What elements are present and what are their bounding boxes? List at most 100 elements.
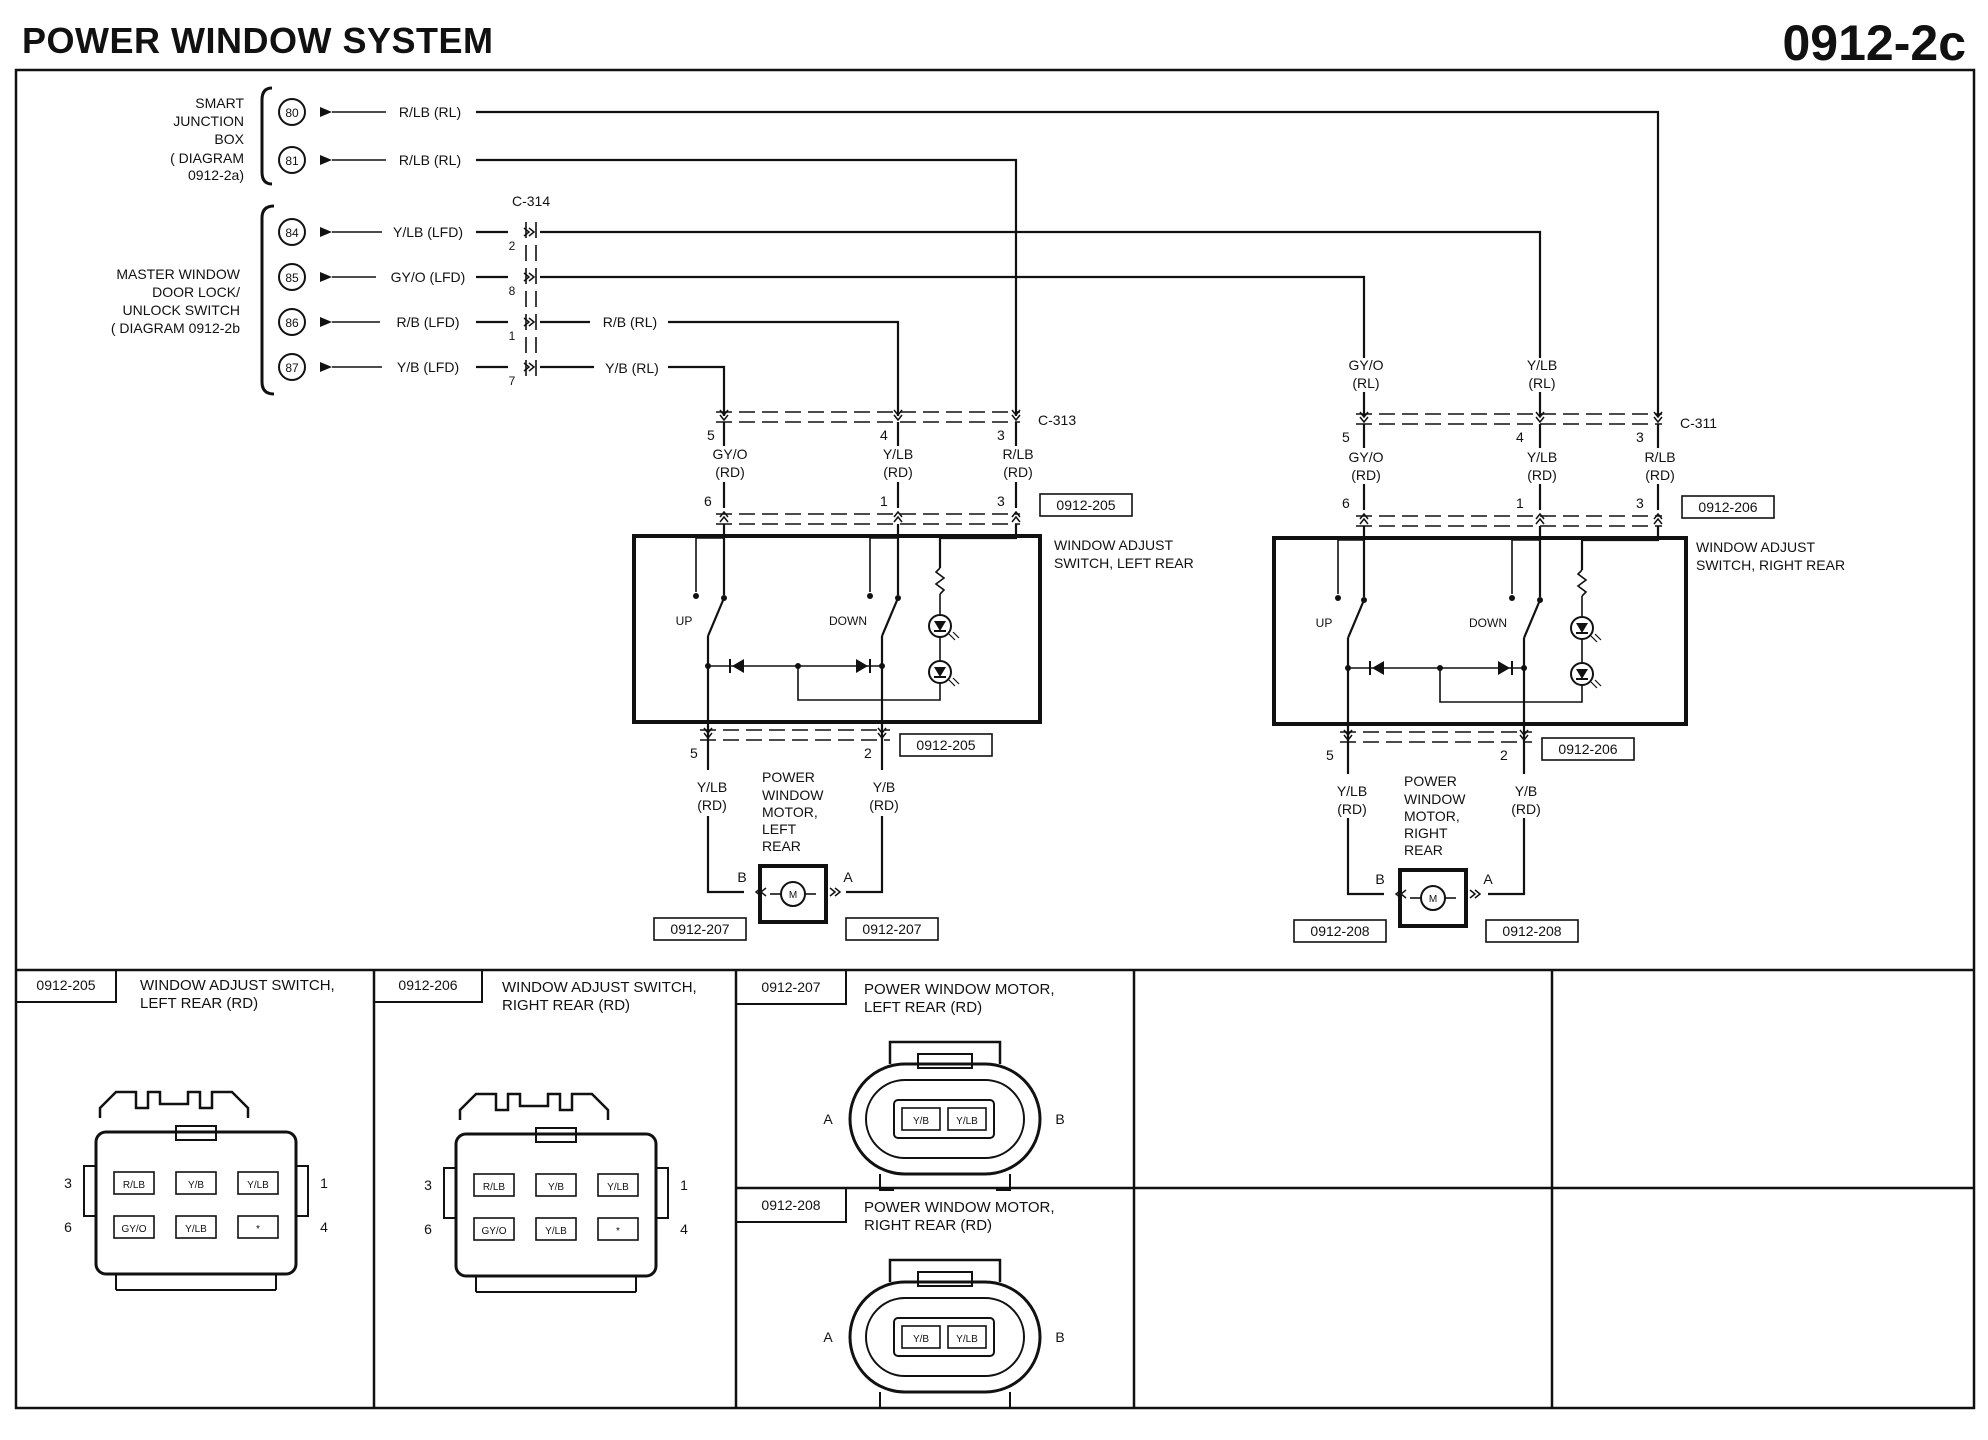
wire-ylb-84-to-right-switch <box>476 230 1542 416</box>
svg-text:R/LB: R/LB <box>1002 446 1033 462</box>
svg-text:6: 6 <box>1342 495 1350 511</box>
left-switch-bottom-connector: 5 2 <box>690 727 890 761</box>
svg-text:0912-206: 0912-206 <box>1558 741 1617 757</box>
left-motor-name: POWER WINDOW MOTOR, LEFT REAR <box>762 769 824 854</box>
wire-label-rb-86: R/B (LFD) <box>397 314 460 330</box>
svg-text:R/LB: R/LB <box>1644 449 1675 465</box>
svg-text:5: 5 <box>690 745 698 761</box>
svg-text:3: 3 <box>424 1177 432 1193</box>
svg-text:1: 1 <box>509 329 516 343</box>
terminal-85: 85 <box>278 263 332 291</box>
master-switch-label: MASTER WINDOW DOOR LOCK/ UNLOCK SWITCH (… <box>111 266 241 336</box>
svg-text:C-313: C-313 <box>1038 412 1076 428</box>
ref-box-0912-208-left: 0912-208 <box>1293 919 1387 943</box>
left-switch-name: WINDOW ADJUST SWITCH, LEFT REAR <box>1054 537 1194 571</box>
ref-box-0912-208-right: 0912-208 <box>1485 919 1579 943</box>
svg-text:(RD): (RD) <box>869 797 899 813</box>
svg-text:GY/O: GY/O <box>1348 357 1383 373</box>
connector-0912-206-face: R/LB Y/B Y/LB GY/O Y/LB * 3 1 6 4 <box>424 1092 688 1293</box>
window-adjust-switch-left-rear: UP DOWN <box>632 524 1042 740</box>
svg-text:6: 6 <box>64 1219 72 1235</box>
svg-text:Y/B: Y/B <box>548 1182 564 1193</box>
svg-text:4: 4 <box>880 427 888 443</box>
svg-text:GY/O: GY/O <box>121 1224 146 1235</box>
svg-text:WINDOW: WINDOW <box>762 787 824 803</box>
right-motor-wire-labels: Y/LB (RD) Y/B (RD) <box>1337 783 1541 817</box>
svg-text:81: 81 <box>285 154 299 168</box>
svg-text:WINDOW ADJUST: WINDOW ADJUST <box>1054 537 1173 553</box>
svg-text:3: 3 <box>997 493 1005 509</box>
wire-rb-86-to-left-switch <box>476 320 900 416</box>
svg-text:GY/O: GY/O <box>1348 449 1383 465</box>
svg-text:3: 3 <box>64 1175 72 1191</box>
svg-text:Y/B: Y/B <box>873 779 896 795</box>
connector-0912-207-face: Y/B Y/LB A B <box>823 1040 1065 1191</box>
svg-text:8: 8 <box>509 284 516 298</box>
svg-text:( DIAGRAM: ( DIAGRAM <box>170 150 244 166</box>
svg-text:0912-205: 0912-205 <box>916 737 975 753</box>
svg-text:86: 86 <box>285 316 299 330</box>
svg-text:0912-2a): 0912-2a) <box>188 167 244 183</box>
wire-label-yb-87: Y/B (LFD) <box>397 359 459 375</box>
svg-text:POWER WINDOW MOTOR,: POWER WINDOW MOTOR, <box>864 1199 1055 1216</box>
power-window-motor-left-rear: M B A <box>737 864 853 924</box>
panel-0912-207: 0912-207 POWER WINDOW MOTOR, LEFT REAR (… <box>736 970 1065 1191</box>
smart-junction-box-label: SMART JUNCTION BOX ( DIAGRAM 0912-2a) <box>170 95 245 183</box>
svg-text:DOWN: DOWN <box>1469 616 1507 630</box>
left-wire-labels: GY/O (RD) Y/LB (RD) R/LB (RD) <box>712 446 1033 480</box>
svg-text:JUNCTION: JUNCTION <box>173 113 244 129</box>
svg-text:Y/LB: Y/LB <box>883 446 913 462</box>
svg-text:7: 7 <box>509 374 516 388</box>
svg-text:WINDOW ADJUST: WINDOW ADJUST <box>1696 539 1815 555</box>
svg-text:0912-206: 0912-206 <box>1698 499 1757 515</box>
window-adjust-switch-right-rear: UP DOWN <box>1272 526 1688 742</box>
svg-text:LEFT REAR (RD): LEFT REAR (RD) <box>140 995 258 1012</box>
svg-text:4: 4 <box>320 1219 328 1235</box>
svg-text:RIGHT: RIGHT <box>1404 825 1448 841</box>
power-window-motor-right-rear: M B A <box>1375 868 1493 928</box>
svg-text:2: 2 <box>1500 747 1508 763</box>
svg-text:(RD): (RD) <box>697 797 727 813</box>
svg-text:BOX: BOX <box>214 131 244 147</box>
ref-box-0912-206-top: 0912-206 <box>1681 495 1775 519</box>
svg-text:UNLOCK SWITCH: UNLOCK SWITCH <box>123 302 240 318</box>
left-motor-wire-labels: Y/LB (RD) Y/B (RD) <box>697 779 899 813</box>
svg-text:Y/B: Y/B <box>913 1334 929 1345</box>
svg-text:B: B <box>1375 871 1384 887</box>
svg-text:POWER: POWER <box>762 769 815 785</box>
right-wire-labels: GY/O (RD) Y/LB (RD) R/LB (RD) <box>1348 449 1675 483</box>
svg-text:Y/LB: Y/LB <box>607 1182 629 1193</box>
svg-text:Y/LB: Y/LB <box>247 1180 269 1191</box>
svg-text:Y/B: Y/B <box>913 1116 929 1127</box>
sjb-bracket <box>260 86 273 186</box>
svg-text:0912-207: 0912-207 <box>670 921 729 937</box>
svg-text:5: 5 <box>1326 747 1334 763</box>
svg-text:3: 3 <box>1636 495 1644 511</box>
svg-text:0912-208: 0912-208 <box>1310 923 1369 939</box>
wire-label-ylb-84: Y/LB (LFD) <box>393 224 463 240</box>
terminal-86: 86 <box>278 308 332 336</box>
svg-text:WINDOW: WINDOW <box>1404 791 1466 807</box>
svg-text:5: 5 <box>1342 429 1350 445</box>
wire-label-rlb-80: R/LB (RL) <box>399 104 461 120</box>
svg-text:(RD): (RD) <box>1645 467 1675 483</box>
master-bracket <box>260 204 275 396</box>
wire-label-yb-rl: Y/B (RL) <box>605 360 659 376</box>
terminal-80: 80 <box>278 98 332 126</box>
svg-text:RIGHT REAR (RD): RIGHT REAR (RD) <box>502 997 630 1014</box>
svg-text:4: 4 <box>680 1221 688 1237</box>
ref-box-0912-207-right: 0912-207 <box>845 917 939 941</box>
svg-text:MOTOR,: MOTOR, <box>1404 808 1460 824</box>
terminal-84: 84 <box>278 218 332 246</box>
wire-label-rb-rl: R/B (RL) <box>603 314 657 330</box>
svg-text:(RD): (RD) <box>1337 801 1367 817</box>
right-incoming-labels: GY/O (RL) Y/LB (RL) <box>1348 357 1557 391</box>
svg-text:WINDOW ADJUST SWITCH,: WINDOW ADJUST SWITCH, <box>502 979 697 996</box>
svg-text:Y/B: Y/B <box>1515 783 1538 799</box>
left-switch-connector: 6 1 3 <box>704 493 1021 525</box>
svg-text:GY/O: GY/O <box>481 1226 506 1237</box>
svg-text:0912-205: 0912-205 <box>36 977 95 993</box>
svg-text:87: 87 <box>285 361 299 375</box>
svg-text:( DIAGRAM 0912-2b: ( DIAGRAM 0912-2b <box>111 320 240 336</box>
